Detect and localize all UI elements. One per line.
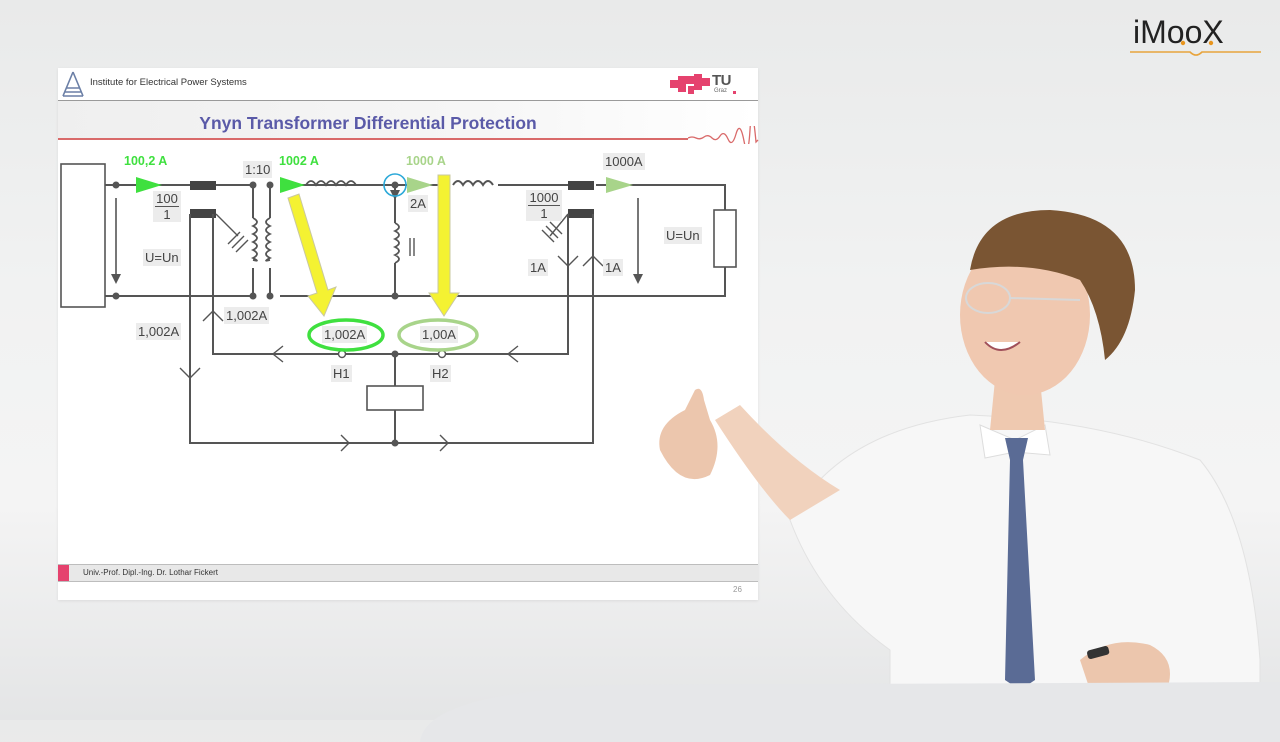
institute-name: Institute for Electrical Power Systems: [90, 77, 247, 88]
imoox-underline-icon: [1130, 40, 1261, 56]
current-label-primary: 100,2 A: [124, 154, 168, 168]
relay-h2-current: 1,00A: [420, 326, 458, 343]
lecture-slide: Institute for Electrical Power Systems T…: [58, 68, 759, 600]
footer-accent: [58, 565, 69, 581]
institute-logo-icon: [62, 71, 84, 97]
footer-author: Univ.-Prof. Dipl.-Ing. Dr. Lothar Ficker…: [83, 568, 218, 577]
ct1-secondary-right-current: 1,002A: [224, 307, 270, 324]
relay-h2-label: H2: [430, 365, 451, 382]
current-arrow-primary: [136, 177, 162, 193]
presenter-clicker-icon: [1087, 645, 1110, 660]
ct1-ratio-numerator: 100: [155, 191, 179, 207]
relay-h1-label: H1: [331, 365, 352, 382]
current-label-1000: 1000 A: [406, 154, 446, 168]
ct2-ratio-numerator: 1000: [528, 190, 560, 206]
ct1-ratio: 100 1: [153, 191, 181, 222]
yellow-arrow-1: [287, 193, 337, 317]
source-voltage-label: U=Un: [143, 249, 181, 266]
relay-h1-current: 1,002A: [322, 326, 368, 343]
load-voltage-label: U=Un: [664, 227, 702, 244]
slide-page-number: 26: [733, 585, 742, 594]
transformer-ratio-label: 1:10: [243, 161, 273, 178]
current-arrow-load: [606, 177, 633, 193]
presenter-figure: [659, 210, 1261, 720]
title-band: Ynyn Transformer Differential Protection: [58, 101, 758, 139]
current-label-1002: 1002 A: [279, 154, 319, 168]
node-highlight-circle: [383, 173, 407, 197]
ct2-ratio-denominator: 1: [540, 206, 548, 221]
ct1-ratio-denominator: 1: [163, 207, 171, 222]
presenter-hand-icon: [659, 388, 718, 480]
imoox-logo-text: iMooX: [1133, 14, 1224, 50]
h1-highlight-ellipse: [307, 318, 385, 352]
tu-graz-logo-icon: [670, 74, 736, 94]
title-divider: [58, 138, 688, 140]
source-box: [60, 163, 106, 308]
tu-logo-subtext: Graz: [714, 88, 728, 94]
current-arrow-1002: [280, 177, 305, 193]
desk-surface: [420, 682, 1280, 742]
ct2-secondary-left-current: 1A: [528, 259, 548, 276]
current-label-load: 1000A: [603, 153, 645, 170]
slide-footer: Univ.-Prof. Dipl.-Ing. Dr. Lothar Ficker…: [58, 564, 758, 582]
slide-header: Institute for Electrical Power Systems T…: [58, 68, 758, 101]
yellow-arrow-2: [428, 174, 460, 317]
h2-highlight-ellipse: [397, 318, 479, 352]
tu-logo-text: TU: [712, 72, 732, 89]
ct2-ratio: 1000 1: [526, 190, 562, 221]
ct1-secondary-left-current: 1,002A: [136, 323, 182, 340]
current-arrow-1000: [407, 177, 433, 193]
oscillation-wave-icon: [688, 126, 759, 144]
presenter-hair: [970, 210, 1135, 360]
circuit-diagram: [60, 163, 737, 452]
presenter-tie-icon: [1005, 438, 1035, 690]
slide-title: Ynyn Transformer Differential Protection: [199, 113, 537, 133]
ct2-secondary-right-current: 1A: [603, 259, 623, 276]
magnetizing-current-label: 2A: [408, 195, 428, 212]
